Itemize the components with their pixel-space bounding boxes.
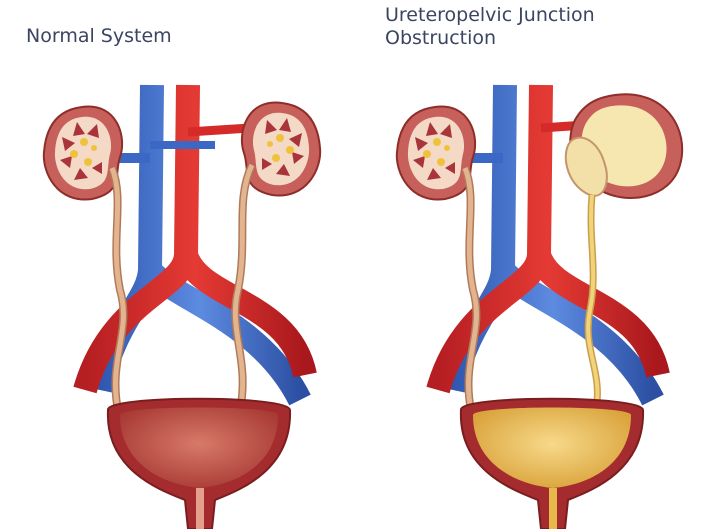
hydronephrotic-right-kidney bbox=[564, 93, 684, 199]
urethra bbox=[196, 488, 204, 529]
bladder-lining bbox=[120, 407, 278, 488]
upj-obstruction-title: Ureteropelvic Junction Obstruction bbox=[385, 4, 595, 49]
right-ureter-fill bbox=[232, 163, 255, 411]
urethra bbox=[549, 488, 557, 529]
renal-artery-right bbox=[187, 123, 251, 137]
obstructed-right-ureter-fill bbox=[586, 194, 600, 411]
left-ureter-fill bbox=[462, 167, 479, 411]
aorta bbox=[73, 84, 317, 394]
aorta bbox=[426, 84, 670, 394]
normal-system-title: Normal System bbox=[26, 25, 172, 47]
bladder-urine bbox=[473, 407, 631, 488]
left-ureter-fill bbox=[109, 167, 126, 411]
right-kidney bbox=[240, 101, 322, 197]
left-kidney bbox=[395, 105, 477, 201]
left-kidney bbox=[42, 105, 124, 201]
normal-system-panel bbox=[42, 84, 322, 529]
upj-obstruction-panel bbox=[395, 84, 684, 529]
